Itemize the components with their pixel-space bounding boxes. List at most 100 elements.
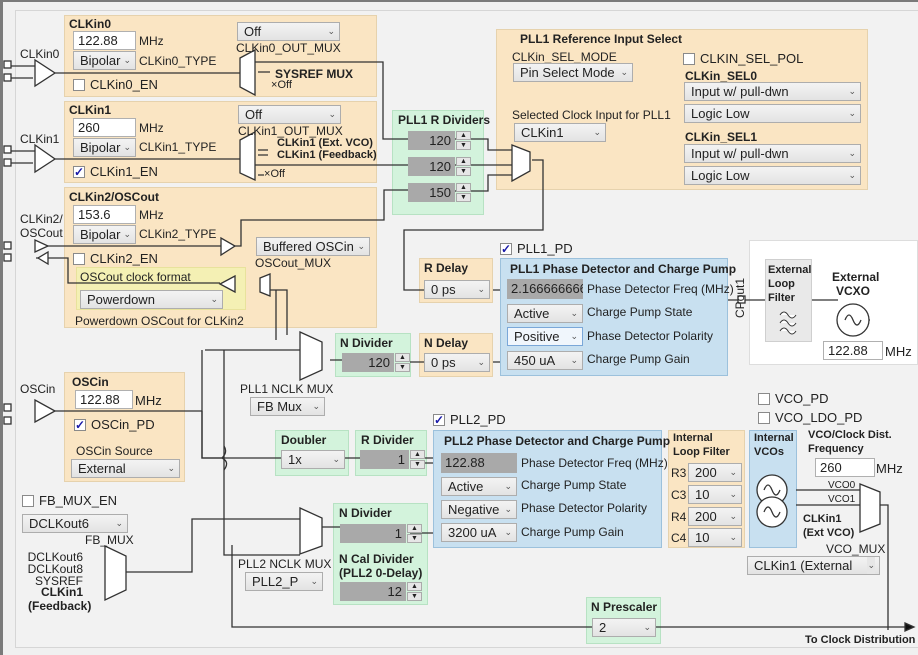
- pll1-r-divider-0[interactable]: 120▲▼: [408, 131, 471, 150]
- chevron-down-icon: ⌄: [729, 489, 737, 499]
- r-divider2-spinner[interactable]: 1▲▼: [360, 450, 425, 469]
- value[interactable]: 150: [408, 183, 455, 202]
- pll1-pd-checkbox[interactable]: ✓PLL1_PD: [500, 241, 573, 256]
- pll2-polarity-select[interactable]: Negative⌄: [441, 500, 517, 519]
- spin-up-icon[interactable]: ▲: [456, 131, 471, 140]
- vcxo-freq-input[interactable]: 122.88: [823, 341, 883, 360]
- checkbox-box[interactable]: [73, 78, 85, 91]
- vco-pd-checkbox[interactable]: VCO_PD: [758, 391, 828, 406]
- oscout-format-select[interactable]: Powerdown⌄: [80, 290, 223, 309]
- chevron-down-icon: ⌄: [570, 355, 578, 365]
- pll1-r-divider-1[interactable]: 120▲▼: [408, 157, 471, 176]
- doubler-select[interactable]: 1x⌄: [281, 450, 345, 469]
- c3-select[interactable]: 10 pF⌄: [688, 485, 742, 504]
- clkin1-en-checkbox[interactable]: ✓CLKin1_EN: [73, 164, 158, 179]
- pll2-pd-checkbox[interactable]: ✓PLL2_PD: [433, 412, 506, 427]
- value[interactable]: 120: [408, 131, 455, 150]
- value[interactable]: 1: [340, 524, 406, 543]
- pll1-r-divider-2[interactable]: 150▲▼: [408, 183, 471, 202]
- clkin-sel1-value-select[interactable]: Logic Low⌄: [684, 166, 861, 185]
- clkin1-out-mux-select[interactable]: Off⌄: [238, 105, 341, 124]
- n-divider1-spinner[interactable]: 120▲▼: [342, 353, 410, 372]
- clkin0-freq-input[interactable]: 122.88: [73, 31, 136, 50]
- vco-ldo-pd-checkbox[interactable]: VCO_LDO_PD: [758, 410, 862, 425]
- spin-up-icon[interactable]: ▲: [410, 450, 425, 459]
- n-prescaler-select[interactable]: 2⌄: [592, 618, 656, 637]
- checkbox-box[interactable]: ✓: [74, 417, 86, 432]
- oscin-source-select[interactable]: External VCXO⌄: [71, 459, 180, 478]
- pll1-cp-state-select[interactable]: Active⌄: [507, 304, 583, 323]
- spin-down-icon[interactable]: ▼: [456, 193, 471, 202]
- value[interactable]: 1: [360, 450, 409, 469]
- oscin-freq-input[interactable]: 122.88: [75, 390, 133, 409]
- r4-select[interactable]: 200⌄: [688, 507, 742, 526]
- pll2-nclk-mux-select[interactable]: PLL2_P⌄: [245, 572, 323, 591]
- selected-clock-select[interactable]: CLKin1⌄: [514, 123, 606, 142]
- checkbox-box[interactable]: ✓: [73, 164, 85, 179]
- clkin0-en-checkbox[interactable]: CLKin0_EN: [73, 77, 158, 92]
- spin-up-icon[interactable]: ▲: [395, 353, 410, 362]
- checkbox-box[interactable]: [683, 52, 695, 65]
- clkin-sel0-type-select[interactable]: Input w/ pull-dwn⌄: [684, 82, 861, 101]
- oscout-mux-select[interactable]: Buffered OSCin⌄: [256, 237, 370, 256]
- spin-up-icon[interactable]: ▲: [407, 524, 422, 533]
- clkin0-out-mux-select[interactable]: Off⌄: [237, 22, 340, 41]
- spin-down-icon[interactable]: ▼: [407, 534, 422, 543]
- value[interactable]: 12: [340, 582, 406, 601]
- value[interactable]: 120: [342, 353, 394, 372]
- clkin-sel-pol-checkbox[interactable]: CLKIN_SEL_POL: [683, 51, 803, 66]
- vco-freq-input[interactable]: 260: [815, 458, 875, 477]
- clkin-sel-mode-select[interactable]: Pin Select Mode⌄: [513, 63, 633, 82]
- clkin2-en-checkbox[interactable]: CLKin2_EN: [73, 251, 158, 266]
- checkbox-box[interactable]: [758, 411, 770, 424]
- pll1-nclk-mux-select[interactable]: FB Mux⌄: [250, 397, 325, 416]
- n-delay-select[interactable]: 0 ps⌄: [424, 353, 490, 372]
- chevron-down-icon: ⌄: [210, 294, 218, 304]
- pll1-cp-gain-select[interactable]: 450 uA⌄: [507, 351, 583, 370]
- clkin2-freq-input[interactable]: 153.6: [73, 205, 136, 224]
- value: Input w/ pull-dwn: [691, 146, 789, 161]
- chevron-down-icon: ⌄: [327, 26, 335, 36]
- fb-mux-select[interactable]: DCLKout6⌄: [22, 514, 128, 533]
- chevron-down-icon: ⌄: [620, 67, 628, 77]
- pll2-cp-state-select[interactable]: Active⌄: [441, 477, 517, 496]
- checkbox-box[interactable]: ✓: [433, 412, 445, 427]
- spin-down-icon[interactable]: ▼: [407, 592, 422, 601]
- n-cal-divider-title-2: (PLL2 0-Delay): [339, 566, 423, 580]
- fb-input-dclkout8: DCLKout8: [27, 562, 83, 576]
- fb-mux-en-checkbox[interactable]: FB_MUX_EN: [22, 493, 117, 508]
- vco-mux-select[interactable]: CLKin1 (External VCO)⌄: [747, 556, 880, 575]
- spin-down-icon[interactable]: ▼: [456, 141, 471, 150]
- spin-up-icon[interactable]: ▲: [407, 582, 422, 591]
- clkin-sel0-value-select[interactable]: Logic Low⌄: [684, 104, 861, 123]
- value[interactable]: 120: [408, 157, 455, 176]
- clkin1-type-select[interactable]: Bipolar⌄: [73, 138, 136, 157]
- value: 200: [695, 465, 717, 480]
- value: 0 ps: [431, 282, 456, 297]
- spin-down-icon[interactable]: ▼: [410, 460, 425, 469]
- value: Bipolar: [80, 140, 121, 155]
- clkin-sel1-type-select[interactable]: Input w/ pull-dwn⌄: [684, 144, 861, 163]
- c4-select[interactable]: 10 pF⌄: [688, 528, 742, 547]
- checkbox-box[interactable]: [758, 392, 770, 405]
- value: Positive: [514, 329, 560, 344]
- clkin1-freq-input[interactable]: 260: [73, 118, 136, 137]
- spin-up-icon[interactable]: ▲: [456, 157, 471, 166]
- r3-select[interactable]: 200⌄: [688, 463, 742, 482]
- clkin1-extvco-output: CLKin1 (Ext. VCO): [277, 137, 373, 149]
- n-cal-divider-spinner[interactable]: 12▲▼: [340, 582, 422, 601]
- chevron-down-icon: ⌄: [848, 170, 856, 180]
- checkbox-box[interactable]: ✓: [500, 241, 512, 256]
- pll2-cp-gain-select[interactable]: 3200 uA⌄: [441, 523, 517, 542]
- checkbox-box[interactable]: [73, 252, 85, 265]
- r-delay-select[interactable]: 0 ps⌄: [424, 280, 490, 299]
- n-divider2-spinner[interactable]: 1▲▼: [340, 524, 422, 543]
- pll1-polarity-select[interactable]: Positive⌄: [507, 327, 583, 346]
- spin-up-icon[interactable]: ▲: [456, 183, 471, 192]
- clkin0-type-select[interactable]: Bipolar⌄: [73, 51, 136, 70]
- spin-down-icon[interactable]: ▼: [456, 167, 471, 176]
- oscin-pd-checkbox[interactable]: ✓OSCin_PD: [74, 417, 155, 432]
- checkbox-box[interactable]: [22, 494, 34, 507]
- spin-down-icon[interactable]: ▼: [395, 363, 410, 372]
- clkin2-type-select[interactable]: Bipolar⌄: [73, 225, 136, 244]
